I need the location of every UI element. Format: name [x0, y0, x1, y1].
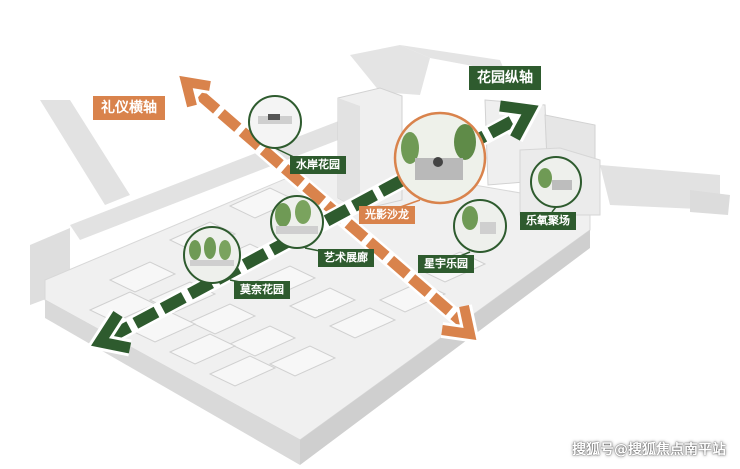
node-star-circle: [453, 199, 507, 259]
road-network: [30, 45, 730, 305]
node-oxygen-circle: [530, 156, 582, 213]
garden-axis-label: 花园纵轴: [469, 66, 541, 90]
watermark-text: 搜狐号@搜狐焦点南平站: [572, 442, 726, 458]
node-oxygen-tag: 乐氧聚场: [520, 212, 576, 230]
node-waterfront-tag: 水岸花园: [290, 156, 346, 174]
ceremony-axis-label: 礼仪横轴: [93, 96, 165, 120]
node-star-tag: 星宇乐园: [418, 255, 474, 273]
ceremony-axis-arrow: [175, 72, 481, 344]
node-monet-tag: 莫奈花园: [234, 281, 290, 299]
node-monet-circle: [183, 226, 251, 285]
node-salon-circle: [391, 111, 487, 211]
node-waterfront-circle: [248, 95, 302, 161]
node-art-tag: 艺术展廊: [318, 249, 374, 267]
node-salon-tag: 光影沙龙: [359, 206, 415, 224]
